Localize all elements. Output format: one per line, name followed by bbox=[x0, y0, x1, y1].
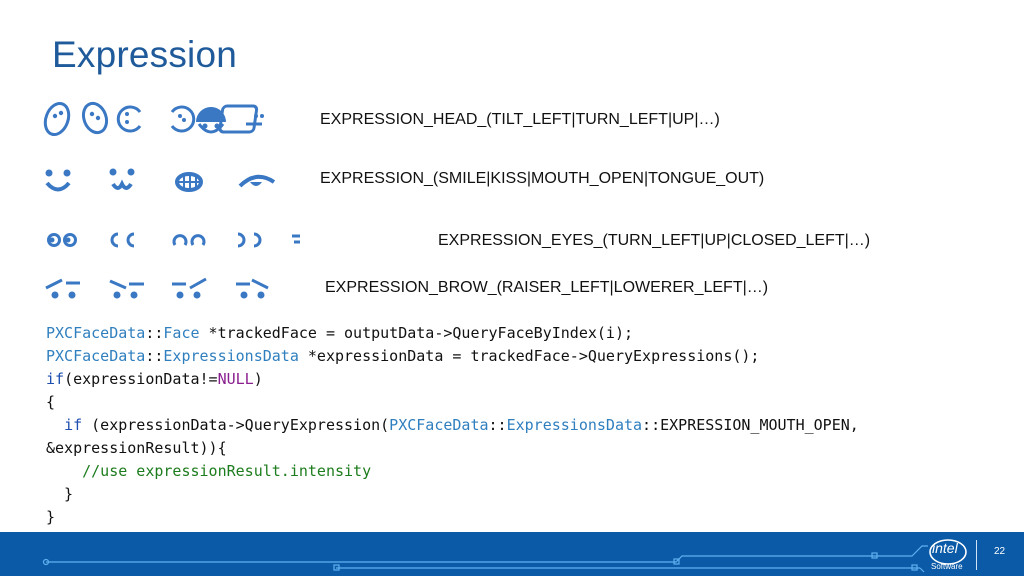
code-line-9: } bbox=[46, 508, 56, 526]
eyes-turn-left-icon bbox=[47, 233, 77, 247]
code-line-4: { bbox=[46, 393, 56, 411]
logo-divider bbox=[976, 540, 977, 570]
brow-lowerer-left-icon bbox=[172, 277, 207, 299]
kiss-icon bbox=[109, 168, 135, 190]
code-sample: PXCFaceData::Face *trackedFace = outputD… bbox=[46, 322, 859, 529]
mouth-open-icon bbox=[175, 172, 203, 192]
intel-logo bbox=[929, 539, 967, 565]
head-turn-right-icon bbox=[170, 105, 196, 133]
brow-expressions-label: EXPRESSION_BROW_(RAISER_LEFT|LOWERER_LEF… bbox=[325, 279, 769, 296]
footer-bar bbox=[0, 532, 1024, 576]
head-tilt-right-icon bbox=[81, 101, 109, 135]
slide-title: Expression bbox=[52, 34, 238, 75]
head-tilt-left-icon bbox=[43, 102, 71, 136]
tongue-out-icon bbox=[238, 174, 276, 188]
intel-logo-text: intel bbox=[932, 540, 958, 556]
code-line-3: if(expressionData!=NULL) bbox=[46, 370, 263, 388]
expression-icons bbox=[43, 101, 300, 299]
code-line-1: PXCFaceData::Face *trackedFace = outputD… bbox=[46, 324, 634, 342]
intel-logo-sub: Software bbox=[931, 562, 963, 571]
code-line-6: &expressionResult)){ bbox=[46, 439, 227, 457]
brow-raiser-right-icon bbox=[109, 279, 144, 299]
code-line-8: } bbox=[46, 485, 74, 503]
eyes-down-icon bbox=[237, 232, 262, 248]
brow-lowerer-right-icon bbox=[236, 278, 269, 299]
head-down-icon bbox=[218, 104, 264, 134]
eyes-turn-right-icon bbox=[110, 232, 135, 248]
circuit-decoration bbox=[42, 545, 928, 573]
eye-closed-left-icon bbox=[292, 234, 300, 244]
page-number: 22 bbox=[994, 546, 1006, 557]
eyes-expressions-label: EXPRESSION_EYES_(TURN_LEFT|UP|CLOSED_LEF… bbox=[438, 232, 871, 249]
head-turn-left-icon bbox=[116, 105, 142, 133]
mouth-expressions-label: EXPRESSION_(SMILE|KISS|MOUTH_OPEN|TONGUE… bbox=[320, 170, 765, 187]
code-line-7: //use expressionResult.intensity bbox=[82, 462, 372, 480]
eyes-up-icon bbox=[172, 234, 206, 246]
smile-icon bbox=[45, 169, 71, 192]
brow-raiser-left-icon bbox=[45, 278, 80, 299]
head-expressions-label: EXPRESSION_HEAD_(TILT_LEFT|TURN_LEFT|UP|… bbox=[320, 111, 720, 128]
code-line-2: PXCFaceData::ExpressionsData *expression… bbox=[46, 347, 760, 365]
code-line-5: if (expressionData->QueryExpression(PXCF… bbox=[64, 416, 859, 434]
